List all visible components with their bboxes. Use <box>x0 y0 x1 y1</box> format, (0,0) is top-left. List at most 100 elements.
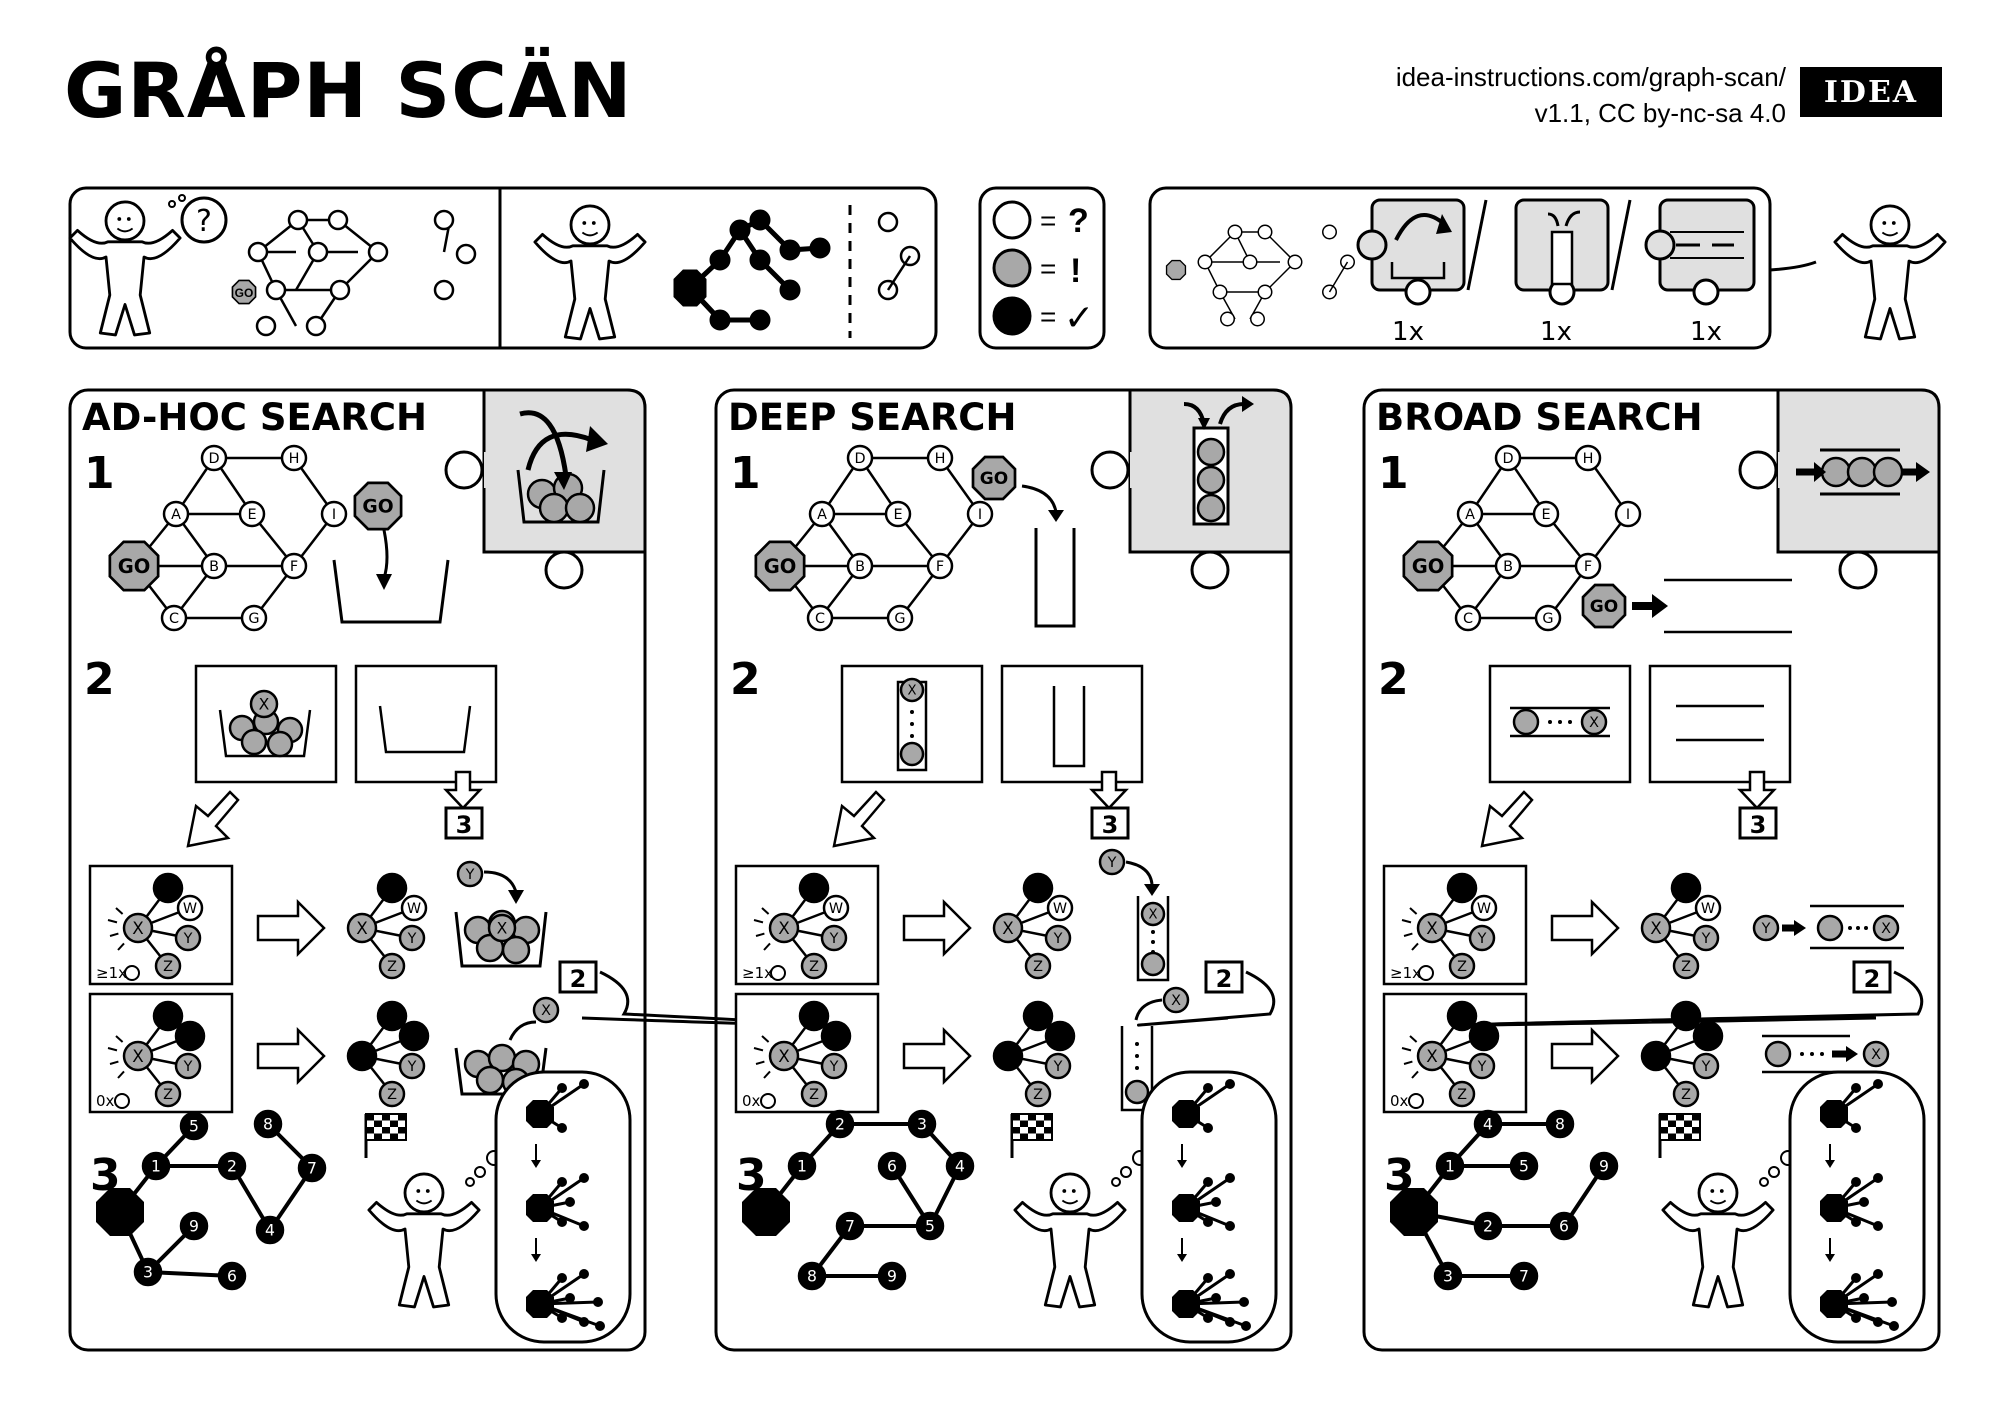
go-stop-sign-icon: GO <box>754 540 806 592</box>
node-label: H <box>935 451 946 467</box>
node-label: 7 <box>845 1217 855 1235</box>
node-label: 9 <box>189 1217 199 1235</box>
node-label: Z <box>1033 959 1043 975</box>
svg-text:GO: GO <box>362 497 393 518</box>
graph-node <box>200 552 228 580</box>
graph-node <box>820 1052 848 1080</box>
svg-text:≥1x: ≥1x <box>742 964 773 982</box>
finish-flag-icon <box>364 1113 407 1158</box>
graph-node <box>400 894 428 922</box>
go-stop-sign-icon: GO <box>1402 540 1454 592</box>
node-label: C <box>815 611 825 627</box>
graph-node <box>501 935 531 965</box>
graph-node <box>886 604 914 632</box>
section-title-broad: BROAD SEARCH <box>1376 396 1703 439</box>
graph-node <box>133 1257 163 1287</box>
graph-node <box>820 924 848 952</box>
graph-node <box>1574 444 1602 472</box>
tube-icon <box>1183 396 1254 526</box>
node-label: 4 <box>955 1157 965 1175</box>
graph-node <box>820 1020 852 1052</box>
graph-node <box>1672 952 1700 980</box>
thought-bubble <box>494 1070 632 1344</box>
graph-node <box>176 894 204 922</box>
node-label: X <box>497 919 508 937</box>
go-stop-sign-icon: GO <box>353 481 403 531</box>
node-label: B <box>855 559 865 575</box>
node-label: Y <box>1107 855 1117 871</box>
graph-node <box>877 1261 907 1291</box>
graph-node <box>1640 1040 1672 1072</box>
svg-text:1x: 1x <box>1690 317 1722 347</box>
graph-node <box>1872 914 1900 942</box>
node-label: 5 <box>1519 1157 1529 1175</box>
graph-node <box>320 500 348 528</box>
svg-text:GO: GO <box>980 469 1008 489</box>
graph-node <box>1692 1020 1724 1052</box>
graph-node <box>877 1151 907 1181</box>
node-label: 1 <box>797 1157 807 1175</box>
graph-node <box>378 1080 406 1108</box>
svg-text:GO: GO <box>235 286 254 300</box>
graph-node <box>1862 1040 1890 1068</box>
graph-node <box>1494 552 1522 580</box>
node-label: Y <box>829 931 839 947</box>
node-label: W <box>183 901 197 917</box>
happy-person-icon <box>367 1172 481 1309</box>
step-badge <box>1090 806 1130 840</box>
node-label: W <box>1477 901 1491 917</box>
graph-node <box>1694 894 1722 922</box>
graph-node <box>1446 872 1478 904</box>
section-title-adhoc: AD-HOC SEARCH <box>82 396 428 439</box>
graph-node <box>768 1040 800 1072</box>
graph-node <box>1672 1080 1700 1108</box>
arrow-icon <box>902 1026 972 1086</box>
finish-flag-icon <box>1658 1113 1701 1158</box>
node-label: A <box>1465 507 1475 523</box>
graph-node <box>297 1153 327 1183</box>
graph-node <box>174 1052 202 1080</box>
node-label: Z <box>809 959 819 975</box>
svg-text:?: ? <box>1068 202 1089 240</box>
node-label: Z <box>1681 959 1691 975</box>
graph-node <box>1140 901 1166 927</box>
graph-node <box>122 1040 154 1072</box>
node-label: Y <box>407 1059 417 1075</box>
node-label: Z <box>809 1087 819 1103</box>
node-label: W <box>829 901 843 917</box>
graph-node <box>240 728 268 756</box>
idea-logo: IDEA <box>1800 67 1942 117</box>
graph-node <box>899 741 925 767</box>
graph-node <box>1532 500 1560 528</box>
graph-node <box>398 1020 430 1052</box>
arrow-icon <box>902 898 972 958</box>
graph-node <box>456 860 484 888</box>
graph-node <box>806 604 834 632</box>
queue-icon <box>1796 448 1930 496</box>
graph-node <box>1448 1080 1476 1108</box>
svg-text:2: 2 <box>1864 965 1881 993</box>
graph-node <box>217 1151 247 1181</box>
step-badge <box>1852 960 1892 994</box>
step-2: 2 <box>84 654 115 705</box>
graph-node <box>787 1151 817 1181</box>
node-label: X <box>1426 1046 1438 1066</box>
node-label: X <box>259 695 270 713</box>
step-1: 1 <box>84 448 115 499</box>
node-label: D <box>208 451 219 467</box>
node-label: Y <box>183 1059 193 1075</box>
node-label: A <box>817 507 827 523</box>
puzzle-piece-icon <box>1644 198 1756 306</box>
node-label: X <box>1426 918 1438 938</box>
source-url[interactable]: idea-instructions.com/graph-scan/ <box>1395 62 1786 92</box>
node-label: E <box>1541 507 1550 523</box>
node-label: G <box>894 611 905 627</box>
graph-node <box>280 444 308 472</box>
graph-node <box>266 730 294 758</box>
graph-node <box>1473 1109 1503 1139</box>
graph-node <box>846 552 874 580</box>
node-label: Z <box>387 1087 397 1103</box>
node-label: I <box>1626 507 1630 523</box>
node-label: X <box>132 918 144 938</box>
